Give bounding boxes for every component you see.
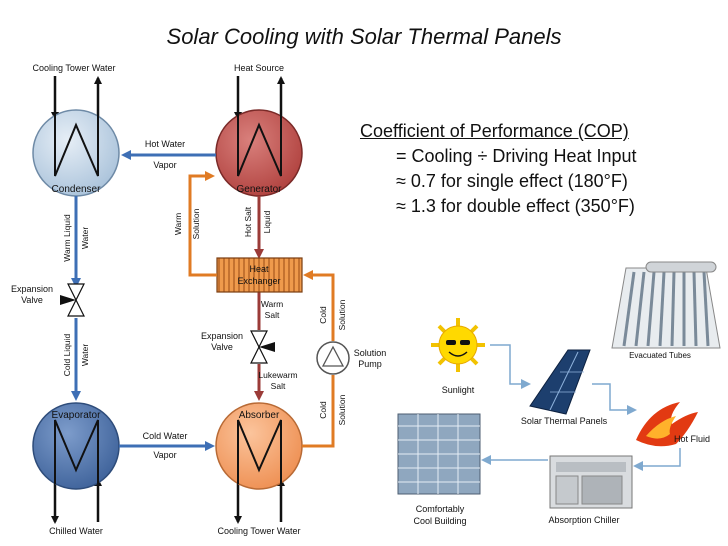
warm-solution-label-2: Solution — [191, 208, 201, 239]
heat-exchanger-label-1: Heat — [249, 264, 269, 274]
evaporator-label: Evaporator — [52, 410, 102, 421]
solution-pump-icon — [316, 341, 350, 375]
hot-water-label: Hot Water — [145, 139, 185, 149]
generator-label: Generator — [236, 184, 282, 195]
lukewarm-salt-label-1: Lukewarm — [258, 370, 297, 380]
cold-liquid-label: Cold Liquid — [62, 333, 72, 376]
evaporator-vessel — [32, 402, 120, 490]
evacuated-tubes-label: Evacuated Tubes — [629, 351, 691, 360]
cool-building-icon — [397, 413, 481, 495]
cold-solution-bottom-line — [302, 375, 335, 448]
cold-solution-top-label-2: Solution — [337, 299, 347, 330]
cold-solution-bottom-label-2: Solution — [337, 394, 347, 425]
water-bottom-label: Water — [80, 344, 90, 367]
cool-building-label: Cool Building — [413, 516, 466, 526]
heat-exchanger — [216, 257, 303, 293]
cold-water-label: Cold Water — [143, 431, 188, 441]
page-title: Solar Cooling with Solar Thermal Panels — [166, 24, 562, 49]
water-top-label: Water — [80, 227, 90, 250]
sun-icon — [431, 318, 485, 372]
condenser-label: Condenser — [52, 184, 102, 195]
absorber-vessel — [215, 402, 303, 490]
warm-liquid-label: Warm Liquid — [62, 214, 72, 262]
expansion-valve-left — [60, 283, 85, 317]
panels-to-fluid-arrow — [592, 383, 637, 415]
cold-solution-top-label-1: Cold — [318, 306, 328, 324]
expansion-valve-middle — [250, 330, 275, 364]
comfortably-label: Comfortably — [416, 504, 465, 514]
expansion-valve-left-label-2: Valve — [21, 295, 43, 305]
hot-salt-label: Hot Salt — [243, 206, 253, 237]
chilled-water-label: Chilled Water — [49, 526, 103, 536]
sun-to-panels-arrow — [490, 344, 531, 389]
vapor-bottom-label: Vapor — [153, 450, 176, 460]
warm-solution-line — [188, 171, 217, 277]
hot-fluid-label: Hot Fluid — [674, 434, 710, 444]
cold-solution-top-line — [303, 270, 335, 341]
expansion-valve-middle-label-1: Expansion — [201, 331, 243, 341]
vapor-top-label: Vapor — [153, 160, 176, 170]
cop-double-effect: ≈ 1.3 for double effect (350°F) — [396, 196, 635, 216]
heat-exchanger-label-2: Exchanger — [237, 276, 280, 286]
solar-panels-icon — [529, 349, 591, 415]
cooling-tower-water-in-label: Cooling Tower Water — [32, 63, 115, 73]
cop-single-effect: ≈ 0.7 for single effect (180°F) — [396, 171, 628, 191]
absorption-chiller-label: Absorption Chiller — [548, 515, 619, 525]
absorber-label: Absorber — [239, 410, 280, 421]
warm-salt-label-1: Warm — [261, 299, 283, 309]
solution-pump-label-2: Pump — [358, 359, 382, 369]
expansion-valve-left-label-1: Expansion — [11, 284, 53, 294]
absorption-chiller-icon — [549, 455, 633, 509]
solar-thermal-panels-label: Solar Thermal Panels — [521, 416, 608, 426]
sunlight-label: Sunlight — [442, 385, 475, 395]
fluid-to-chiller-arrow — [633, 448, 681, 471]
solution-pump-label-1: Solution — [354, 348, 387, 358]
expansion-valve-middle-label-2: Valve — [211, 342, 233, 352]
cold-solution-bottom-label-1: Cold — [318, 401, 328, 419]
warm-solution-label-1: Warm — [173, 213, 183, 235]
warm-salt-label-2: Salt — [265, 310, 280, 320]
lukewarm-salt-label-2: Salt — [271, 381, 286, 391]
hot-fluid-icon — [636, 402, 698, 447]
cop-box: Coefficient of Performance (COP) = Cooli… — [360, 119, 637, 219]
cop-heading: Coefficient of Performance (COP) — [360, 121, 629, 141]
liquid-label: Liquid — [262, 210, 272, 233]
heat-source-label: Heat Source — [234, 63, 284, 73]
cop-formula: = Cooling ÷ Driving Heat Input — [396, 146, 637, 166]
cooling-tower-water-out-label: Cooling Tower Water — [217, 526, 300, 536]
evacuated-tubes-icon — [611, 261, 721, 349]
